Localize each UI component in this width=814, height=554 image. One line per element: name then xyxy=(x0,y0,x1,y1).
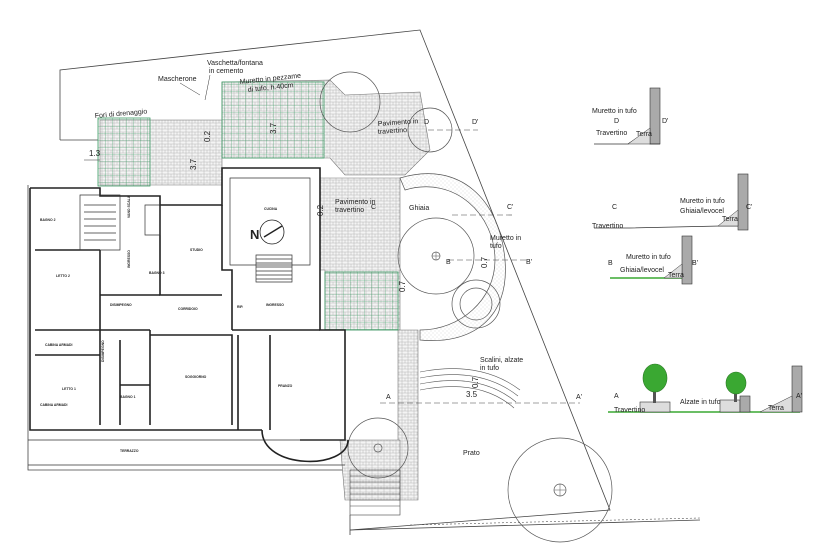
section-d: D D' Muretto in tufo Travertino Terra xyxy=(592,87,668,145)
svg-text:Ghiaia/levocel: Ghiaia/levocel xyxy=(620,267,664,274)
svg-text:0.7: 0.7 xyxy=(471,376,480,388)
site-boundary xyxy=(27,29,701,535)
svg-text:0.7: 0.7 xyxy=(480,256,489,268)
gravel-garden xyxy=(319,71,613,543)
label-pavimento-mid-2: travertino xyxy=(335,207,364,214)
section-lines xyxy=(380,129,580,404)
room-studio: STUDIO xyxy=(190,248,203,252)
svg-text:Ghiaia/levocel: Ghiaia/levocel xyxy=(680,208,724,215)
label-muretto-tufo-2: tufo xyxy=(490,243,502,250)
section-a: A A' Alzate in tufo Travertino Terra xyxy=(608,363,803,414)
room-rip: RIP. xyxy=(237,305,243,309)
room-vano-scala: VANO SCALA xyxy=(127,195,131,218)
svg-text:A: A xyxy=(614,393,619,400)
svg-text:D': D' xyxy=(662,118,668,125)
steps-arcs xyxy=(419,368,521,409)
svg-text:Alzate in tufo: Alzate in tufo xyxy=(680,399,721,406)
svg-text:3.7: 3.7 xyxy=(269,122,278,134)
label-scalini: Scalini, alzate xyxy=(480,357,523,364)
svg-text:Travertino: Travertino xyxy=(592,223,623,230)
building-walls xyxy=(29,167,349,463)
svg-text:Terra: Terra xyxy=(722,216,738,223)
section-b: B B' Muretto in tufo Ghiaia/levocel Terr… xyxy=(608,235,698,285)
room-disimpegno2: DISIMPEGNO xyxy=(101,340,105,362)
svg-text:N: N xyxy=(250,227,259,242)
north-arrow: N xyxy=(250,219,285,245)
label-scalini-2: in tufo xyxy=(480,365,499,372)
svg-text:Terra: Terra xyxy=(636,131,652,138)
room-pranzo: PRANZO xyxy=(278,384,293,388)
label-muretto-pezzame-2: di tufo, h.40cm xyxy=(247,82,294,94)
svg-text:3.5: 3.5 xyxy=(466,390,478,399)
room-labels: BAGNO 2 LETTO 2 DISIMPEGNO CABINA ARMADI… xyxy=(40,195,293,453)
garden-stairs xyxy=(349,469,401,516)
label-pavimento-top: Pavimento in xyxy=(378,118,419,128)
room-letto1: LETTO 1 xyxy=(62,387,76,391)
svg-text:0.2: 0.2 xyxy=(316,204,325,216)
label-vaschetta-2: in cemento xyxy=(209,68,243,75)
svg-text:Travertino: Travertino xyxy=(614,407,645,414)
room-bagno3: BAGNO 3 xyxy=(149,271,165,275)
room-ingresso2: INGRESSO xyxy=(266,303,284,307)
room-cabina2: CABINA ARMADI xyxy=(40,403,67,407)
label-pavimento-mid: Pavimento in xyxy=(335,199,376,206)
label-pavimento-top-2: travertino xyxy=(378,127,408,136)
svg-text:B': B' xyxy=(692,260,698,267)
svg-text:D: D xyxy=(424,119,429,126)
svg-text:Muretto in tufo: Muretto in tufo xyxy=(592,108,637,115)
svg-text:D: D xyxy=(614,118,619,125)
svg-text:D': D' xyxy=(472,119,478,126)
svg-text:B': B' xyxy=(526,259,532,266)
label-mascherone: Mascherone xyxy=(158,76,197,83)
label-prato: Prato xyxy=(463,450,480,457)
svg-text:A': A' xyxy=(576,394,582,401)
plan-dimensions: 1.3 3.7 3.7 0.2 0.2 0.7 0.7 0.7 3.5 xyxy=(84,122,489,399)
svg-text:A': A' xyxy=(796,393,802,400)
svg-text:3.7: 3.7 xyxy=(189,158,198,170)
svg-text:Terra: Terra xyxy=(768,405,784,412)
room-cucina: CUCINA xyxy=(264,207,278,211)
room-cabina1: CABINA ARMADI xyxy=(45,343,72,347)
svg-text:Terra: Terra xyxy=(668,272,684,279)
svg-text:B: B xyxy=(608,260,613,267)
section-c: C C' Muretto in tufo Ghiaia/levocel Trav… xyxy=(592,173,752,231)
svg-text:0.7: 0.7 xyxy=(398,280,407,292)
svg-text:A: A xyxy=(386,394,391,401)
svg-text:C: C xyxy=(371,204,376,211)
svg-text:Muretto in tufo: Muretto in tufo xyxy=(626,254,671,261)
plan-section-markers: A A' B B' C C' D D' xyxy=(371,119,582,401)
label-ghiaia: Ghiaia xyxy=(409,205,429,212)
svg-text:0.2: 0.2 xyxy=(203,130,212,142)
room-bagno2: BAGNO 2 xyxy=(40,218,56,222)
svg-text:Muretto in tufo: Muretto in tufo xyxy=(680,198,725,205)
svg-text:C': C' xyxy=(746,204,752,211)
room-letto2: LETTO 2 xyxy=(56,274,70,278)
label-vaschetta: Vaschetta/fontana xyxy=(207,60,263,67)
room-disimpegno1: DISIMPEGNO xyxy=(110,303,132,307)
room-ingresso: INGRESSO xyxy=(127,250,131,268)
svg-text:C: C xyxy=(612,204,617,211)
label-fori-drenaggio: Fori di drenaggio xyxy=(95,108,148,120)
label-muretto-tufo: Muretto in xyxy=(490,235,521,242)
tree-icon xyxy=(642,363,668,403)
svg-text:C': C' xyxy=(507,204,513,211)
svg-text:B: B xyxy=(446,259,451,266)
green-grid-areas xyxy=(97,81,399,331)
room-corridoio: CORRIDOIO xyxy=(178,307,198,311)
dashed-boundary xyxy=(409,517,701,526)
inner-walls-thin xyxy=(28,177,345,466)
room-bagno1: BAGNO 1 xyxy=(120,395,136,399)
room-soggiorno: SOGGIORNO xyxy=(185,375,207,379)
svg-text:1.3: 1.3 xyxy=(89,149,101,158)
svg-text:Travertino: Travertino xyxy=(596,130,627,137)
tree-icon xyxy=(725,371,747,402)
room-terrazzo: TERRAZZO xyxy=(120,449,139,453)
